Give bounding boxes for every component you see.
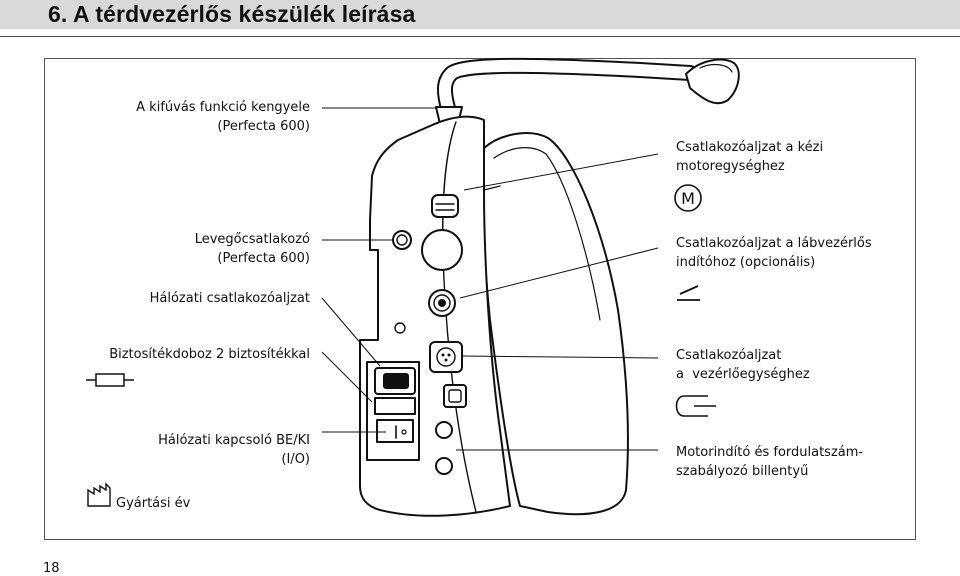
leader-mains xyxy=(321,297,381,367)
label-foot-line1: Csatlakozóaljzat a lábvezérlős xyxy=(676,236,872,251)
motor-socket-port xyxy=(431,194,459,218)
motor-symbol-icon xyxy=(674,184,702,212)
fuse-icon xyxy=(86,373,134,387)
control-unit-icon xyxy=(675,395,716,417)
spittoon-bracket xyxy=(435,57,740,125)
label-spittoon-line1: A kifúvás funkció kengyele xyxy=(136,100,310,115)
label-control-socket: Csatlakozóaljzat a vezérlőegységhez xyxy=(676,346,810,384)
factory-icon xyxy=(87,482,111,507)
label-motor-line1: Csatlakozóaljzat a kézi xyxy=(676,140,824,155)
foot-pedal-icon xyxy=(677,285,700,301)
label-start-line2: szabályozó billentyű xyxy=(676,464,809,479)
label-switch-line1: Hálózati kapcsoló BE/KI xyxy=(158,433,310,448)
label-control-line2: a vezérlőegységhez xyxy=(676,367,810,382)
label-mains-socket: Hálózati csatlakozóaljzat xyxy=(149,291,310,306)
label-power-switch: Hálózati kapcsoló BE/KI (I/O) xyxy=(60,431,310,469)
figure-frame xyxy=(44,58,916,540)
control-socket-port xyxy=(429,341,463,373)
motor-symbol-letter: M xyxy=(681,189,695,208)
mains-screw xyxy=(394,322,406,334)
page-title: 6. A térdvezérlős készülék leírása xyxy=(48,1,416,27)
label-air-connector: Levegőcsatlakozó (Perfecta 600) xyxy=(60,230,310,268)
label-foot-line2: indítóhoz (opcionális) xyxy=(676,255,816,270)
label-air-line2: (Perfecta 600) xyxy=(217,251,310,266)
label-motor-start: Motorindító és fordulatszám- szabályozó … xyxy=(676,443,863,481)
leader-motor xyxy=(463,153,659,191)
leader-control xyxy=(461,355,659,359)
label-manufacture-year: Gyártási év xyxy=(116,496,191,511)
label-motor-line2: motoregységhez xyxy=(676,159,785,174)
label-spittoon-line2: (Perfecta 600) xyxy=(217,119,310,134)
foot-pedal-socket-port xyxy=(428,289,456,317)
mains-module xyxy=(366,361,420,461)
air-connector xyxy=(392,230,412,250)
label-fuse-box: Biztosítékdoboz 2 biztosítékkal xyxy=(109,347,310,362)
round-button-2 xyxy=(435,457,453,475)
label-motor-socket: Csatlakozóaljzat a kézi motoregységhez xyxy=(676,138,823,176)
label-air-line1: Levegőcsatlakozó xyxy=(194,232,310,247)
label-switch-line2: (I/O) xyxy=(281,452,310,467)
motor-socket-round xyxy=(421,229,463,271)
label-spittoon-bracket: A kifúvás funkció kengyele (Perfecta 600… xyxy=(60,98,310,136)
page-number: 18 xyxy=(43,561,60,576)
label-start-line1: Motorindító és fordulatszám- xyxy=(676,445,864,460)
leader-foot xyxy=(459,247,659,299)
label-control-line1: Csatlakozóaljzat xyxy=(676,348,782,363)
label-foot-socket: Csatlakozóaljzat a lábvezérlős indítóhoz… xyxy=(676,234,872,272)
title-bar xyxy=(0,0,960,29)
leader-fuse xyxy=(321,351,373,403)
round-button-1 xyxy=(435,421,453,439)
title-rule xyxy=(0,36,960,37)
